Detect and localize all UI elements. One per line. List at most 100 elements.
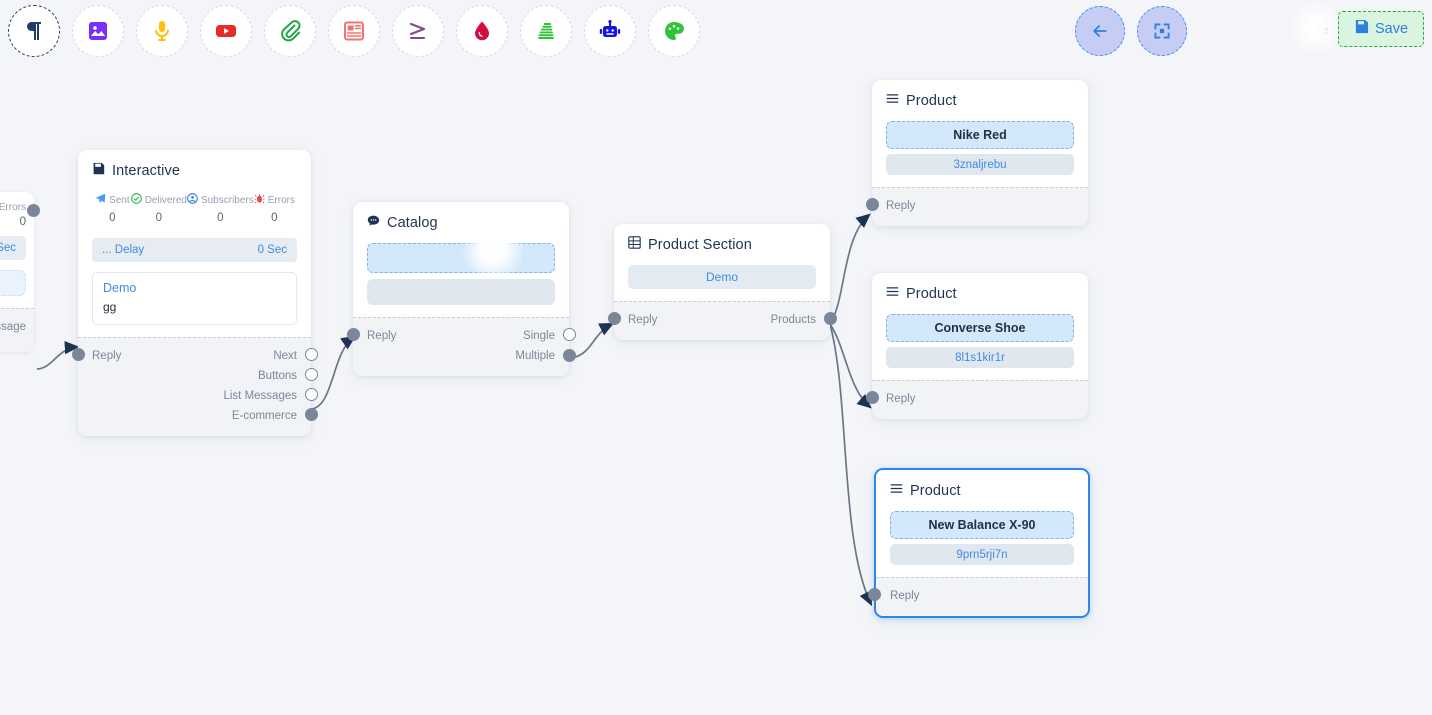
product-1-ports: Reply [865,187,1088,226]
product-1-id[interactable]: 3znaljrebu [886,154,1074,175]
catalog-port-multiple-dot[interactable] [562,349,576,362]
product-1-port-reply-label: Reply [886,200,916,212]
node-product-section[interactable]: Product Section Demo Reply Products [607,224,837,340]
palette-icon[interactable] [648,5,700,57]
stat-sent: Sent 0 [94,191,131,224]
list-lines-icon [886,92,899,109]
stat-subscribers-label: Subscribers [200,194,254,206]
catalog-ports: Reply Single Multiple [346,317,576,376]
video-icon[interactable] [200,5,252,57]
interactive-port-buttons-label: Buttons [258,370,297,382]
product-3-port-reply-label: Reply [890,590,920,602]
interactive-message-box[interactable]: Demo gg [92,272,297,325]
product-section-port-reply-label: Reply [628,314,658,326]
catalog-port-multiple-label: Multiple [515,350,555,362]
product-3-port-reply-dot[interactable] [868,588,881,601]
check-circle-icon [130,191,142,209]
product-section-port-products-label: Products [770,314,816,326]
product-2-port-reply-dot[interactable] [865,391,879,404]
node-catalog[interactable]: Catalog Reply Single Multiple [346,202,576,376]
product-1-title: Product [906,92,957,109]
partial-port-dot[interactable] [27,204,40,217]
interactive-port-reply-dot[interactable] [71,348,85,361]
top-toolbar: ae Save [0,0,1432,58]
catalog-port-single-dot[interactable] [562,328,576,341]
bot-icon[interactable] [584,5,636,57]
message-title: Demo [103,281,137,295]
user-circle-icon [187,191,198,209]
product-section-port-reply-dot[interactable] [607,312,621,325]
stat-delivered: Delivered 0 [130,191,187,224]
product-section-chip[interactable]: Demo [628,265,816,289]
save-button[interactable]: Save [1338,11,1424,47]
grid-icon [628,236,641,253]
interactive-port-buttons-dot[interactable] [304,368,318,381]
interactive-port-list-messages-dot[interactable] [304,388,318,401]
condition-icon[interactable] [392,5,444,57]
node-interactive-header: Interactive [92,162,297,179]
product-section-port-products-dot[interactable] [823,312,837,325]
text-icon[interactable] [8,5,60,57]
save-button-label: Save [1374,21,1409,37]
product-3-ports: Reply [868,577,1088,616]
product-3-name[interactable]: New Balance X-90 [890,511,1074,539]
interactive-port-next-dot[interactable] [304,348,318,361]
stat-sent-label: Sent [109,194,130,206]
product-3-title: Product [910,482,961,499]
product-1-name[interactable]: Nike Red [886,121,1074,149]
product-section-ports: Reply Products [607,301,837,340]
canvas-controls [1075,6,1187,56]
product-2-title: Product [906,285,957,302]
node-product-nike-red[interactable]: Product Nike Red 3znaljrebu Reply [865,80,1088,226]
image-icon[interactable] [72,5,124,57]
stat-subscribers-value: 0 [217,212,224,224]
node-product-converse-shoe[interactable]: Product Converse Shoe 8l1s1kir1r Reply [865,273,1088,419]
node-interactive[interactable]: Interactive Sent 0 [71,150,318,436]
node-interactive-title: Interactive [112,162,180,179]
obscured-button-label: ae [1314,22,1329,37]
stat-sent-value: 0 [109,212,116,224]
interactive-stats: Sent 0 Delivered 0 [92,191,297,224]
back-arrow-icon[interactable] [1075,6,1125,56]
partial-stat-value: 0 [19,216,26,228]
catalog-port-reply-label: Reply [367,330,397,342]
partial-port-label: essage [0,321,26,333]
news-icon[interactable] [328,5,380,57]
droplet-icon[interactable] [456,5,508,57]
product-1-port-reply-dot[interactable] [865,198,879,211]
product-3-id[interactable]: 9prn5rji7n [890,544,1074,565]
node-product-new-balance-x90[interactable]: Product New Balance X-90 9prn5rji7n Repl… [868,468,1090,618]
interactive-port-ecommerce-dot[interactable] [304,408,318,421]
audio-icon[interactable] [136,5,188,57]
product-1-header: Product [886,92,1074,109]
node-product-section-header: Product Section [628,236,816,253]
catalog-placeholder-primary[interactable] [367,243,555,273]
node-catalog-header: Catalog [367,214,555,231]
catalog-placeholder-secondary[interactable] [367,279,555,305]
partial-node-offscreen[interactable]: Errors 0 Sec essage [0,192,40,352]
node-product-section-title: Product Section [648,236,752,253]
partial-placeholder [0,270,26,296]
stat-delivered-label: Delivered [144,194,187,206]
stat-errors: Errors 0 [254,191,295,224]
attachment-icon[interactable] [264,5,316,57]
product-2-header: Product [886,285,1074,302]
compress-icon[interactable] [1137,6,1187,56]
interactive-delay-row[interactable]: ... Delay 0 Sec [92,238,297,262]
node-catalog-title: Catalog [387,214,438,231]
send-icon [95,191,106,209]
product-2-name[interactable]: Converse Shoe [886,314,1074,342]
stat-delivered-value: 0 [155,212,163,224]
list-icon[interactable] [520,5,572,57]
product-2-ports: Reply [865,380,1088,419]
product-2-id[interactable]: 8l1s1kir1r [886,347,1074,368]
list-lines-icon [886,285,899,302]
catalog-port-single-label: Single [523,330,555,342]
stat-errors-label: Errors [267,194,295,206]
product-2-port-reply-label: Reply [886,393,916,405]
interactive-port-reply-label: Reply [92,350,122,362]
partial-delay-value: Sec [0,242,16,254]
list-lines-icon [890,482,903,499]
catalog-port-reply-dot[interactable] [346,328,360,341]
